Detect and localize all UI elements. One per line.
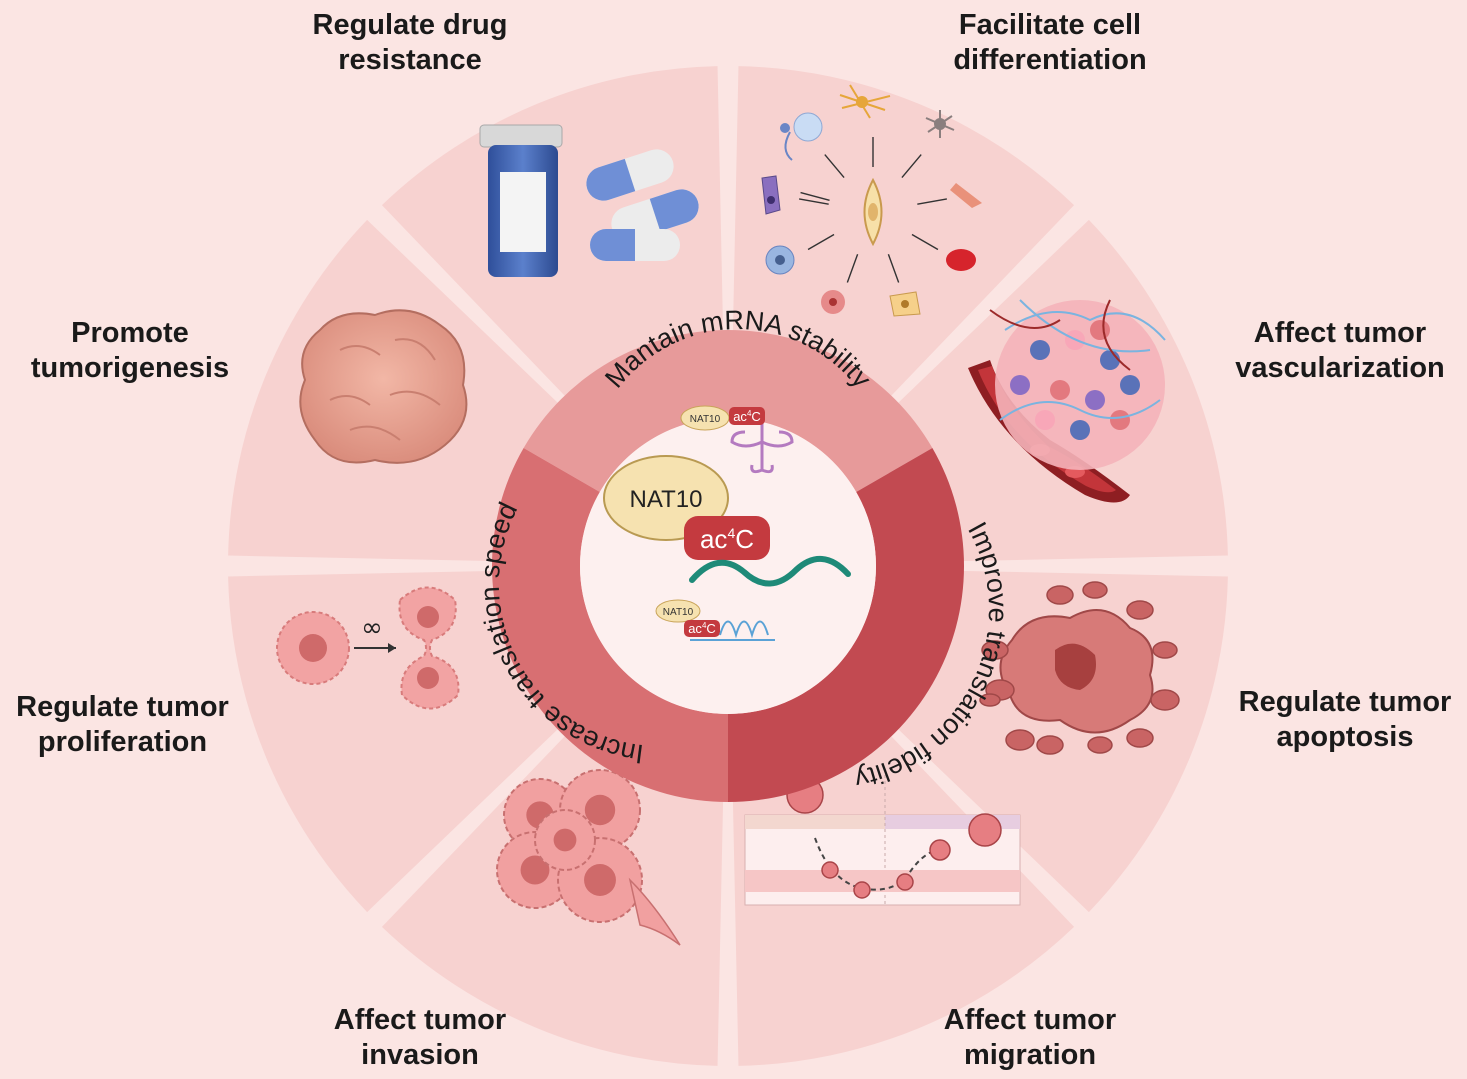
drug-bottle-icon (479, 124, 563, 277)
mrna-strand-icon (689, 555, 851, 587)
tumor-cell-dot (1010, 375, 1030, 395)
differentiation-arrow (911, 233, 939, 251)
differentiation-arrow (901, 154, 922, 178)
tumor-cell-dot (1100, 350, 1120, 370)
apoptotic-bleb (979, 693, 1001, 707)
svg-text:ac4C: ac4C (688, 621, 716, 636)
apoptotic-bleb (1150, 689, 1180, 711)
cell-nucleus (520, 855, 550, 885)
differentiation-arrow (807, 233, 835, 251)
differentiation-arrow (800, 191, 830, 202)
cell-nucleus (553, 828, 577, 852)
apoptotic-bleb (1152, 641, 1178, 659)
apoptotic-bleb (1082, 581, 1108, 599)
infinity-symbol: ∞ (361, 613, 383, 643)
apoptotic-cell-icon (979, 581, 1180, 755)
trna-icon (730, 420, 794, 474)
migrating-cell (968, 813, 1002, 847)
svg-text:ac4C: ac4C (700, 524, 754, 554)
ring-arc-translation-speed (491, 448, 728, 802)
apoptotic-bleb (1126, 728, 1154, 748)
stem-cell-icon (863, 177, 883, 247)
svg-text:NAT10: NAT10 (630, 486, 703, 513)
cell-nucleus (584, 794, 616, 826)
tumor-cell-dot (1030, 340, 1050, 360)
tumor-cell-dot (1120, 375, 1140, 395)
tumor-cell-dot (1050, 380, 1070, 400)
tumor-cell-dot (1070, 420, 1090, 440)
apoptotic-bleb (1046, 585, 1074, 605)
nat10-ribosome-bottom: NAT10 ac4C (655, 599, 775, 641)
differentiation-arrow (887, 254, 900, 283)
apoptotic-bleb (1087, 736, 1113, 754)
differentiated-cells-icon (761, 84, 982, 317)
migration-diagram-icon (744, 775, 1021, 906)
apoptotic-bleb (1005, 729, 1035, 751)
mechanism-ring (491, 329, 964, 802)
tumor-cell-dot (1085, 390, 1105, 410)
ac4c-mark: ac4C (684, 516, 770, 560)
differentiation-arrow (799, 198, 829, 205)
cell-division-icon: ∞ (276, 586, 460, 710)
nat10-small-top: NAT10 ac4C (680, 405, 765, 431)
tumor-cell-dot (1035, 410, 1055, 430)
svg-text:NAT10: NAT10 (663, 607, 694, 618)
ring-arc-translation-fidelity (728, 448, 964, 802)
cell-nucleus (584, 864, 616, 896)
migrating-cell (896, 873, 914, 891)
invasive-cell-cluster-icon (496, 769, 681, 946)
tumor-cell-dot (1110, 410, 1130, 430)
differentiation-arrow (846, 254, 859, 283)
svg-text:ac4C: ac4C (733, 409, 761, 424)
migrating-cell (929, 839, 951, 861)
apoptotic-bleb (1126, 600, 1154, 620)
differentiation-arrow (917, 198, 947, 205)
tumor-mass-icon (299, 309, 468, 464)
migrating-cell (853, 881, 871, 899)
differentiation-arrows (799, 137, 947, 283)
capsules-icon (586, 149, 699, 261)
svg-text:NAT10: NAT10 (690, 414, 721, 425)
wedge-drug (732, 66, 1075, 403)
apoptotic-bleb (1036, 735, 1064, 755)
migrating-cell (821, 861, 839, 879)
vascularized-tumor-icon (989, 299, 1166, 470)
tumor-cell-dot (1090, 320, 1110, 340)
differentiation-arrow (824, 154, 845, 178)
apoptotic-bleb (981, 640, 1009, 660)
ring-arc-mrna-stability (523, 329, 933, 492)
